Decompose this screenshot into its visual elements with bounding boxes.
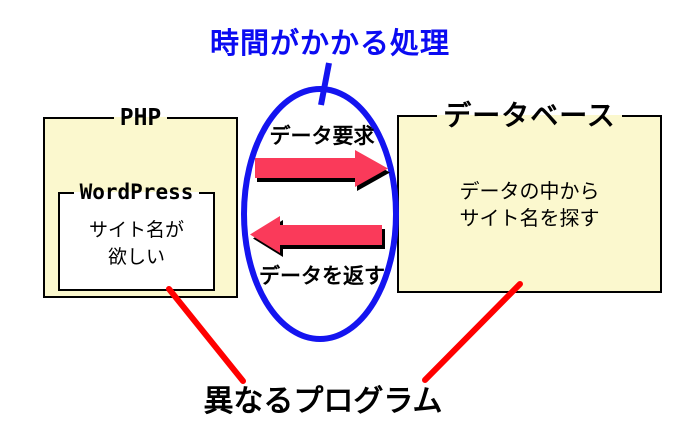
- request-arrow-label: データ要求: [269, 124, 375, 148]
- return-arrow-left-icon: [250, 216, 382, 253]
- php-box-label: PHP: [119, 105, 162, 131]
- database-box-label: データベース: [443, 99, 616, 132]
- request-arrow-shadow: [257, 154, 390, 191]
- database-text-line2: サイト名を探す: [459, 206, 600, 230]
- database-text-line1: データの中から: [459, 179, 600, 203]
- annotation-line-left: [166, 286, 246, 384]
- wordpress-text-line1: サイト名が: [88, 219, 184, 241]
- database-box-text: データの中から サイト名を探す: [399, 178, 660, 232]
- request-arrow-right-icon: [255, 150, 388, 187]
- return-arrow-shadow: [253, 220, 385, 257]
- wordpress-box: WordPress サイト名が 欲しい: [58, 180, 215, 291]
- annotation-line-right: [422, 281, 523, 383]
- wordpress-box-label: WordPress: [79, 180, 194, 204]
- title-leader-line: [318, 62, 332, 106]
- bottom-note: 異なるプログラム: [203, 384, 443, 419]
- return-arrow-label: データを返す: [259, 264, 385, 288]
- wordpress-box-text: サイト名が 欲しい: [60, 217, 213, 271]
- diagram-title: 時間がかかる処理: [209, 26, 450, 60]
- php-box: PHP WordPress サイト名が 欲しい: [43, 104, 238, 298]
- database-box: データベース データの中から サイト名を探す: [397, 100, 662, 293]
- wordpress-text-line2: 欲しい: [107, 246, 165, 268]
